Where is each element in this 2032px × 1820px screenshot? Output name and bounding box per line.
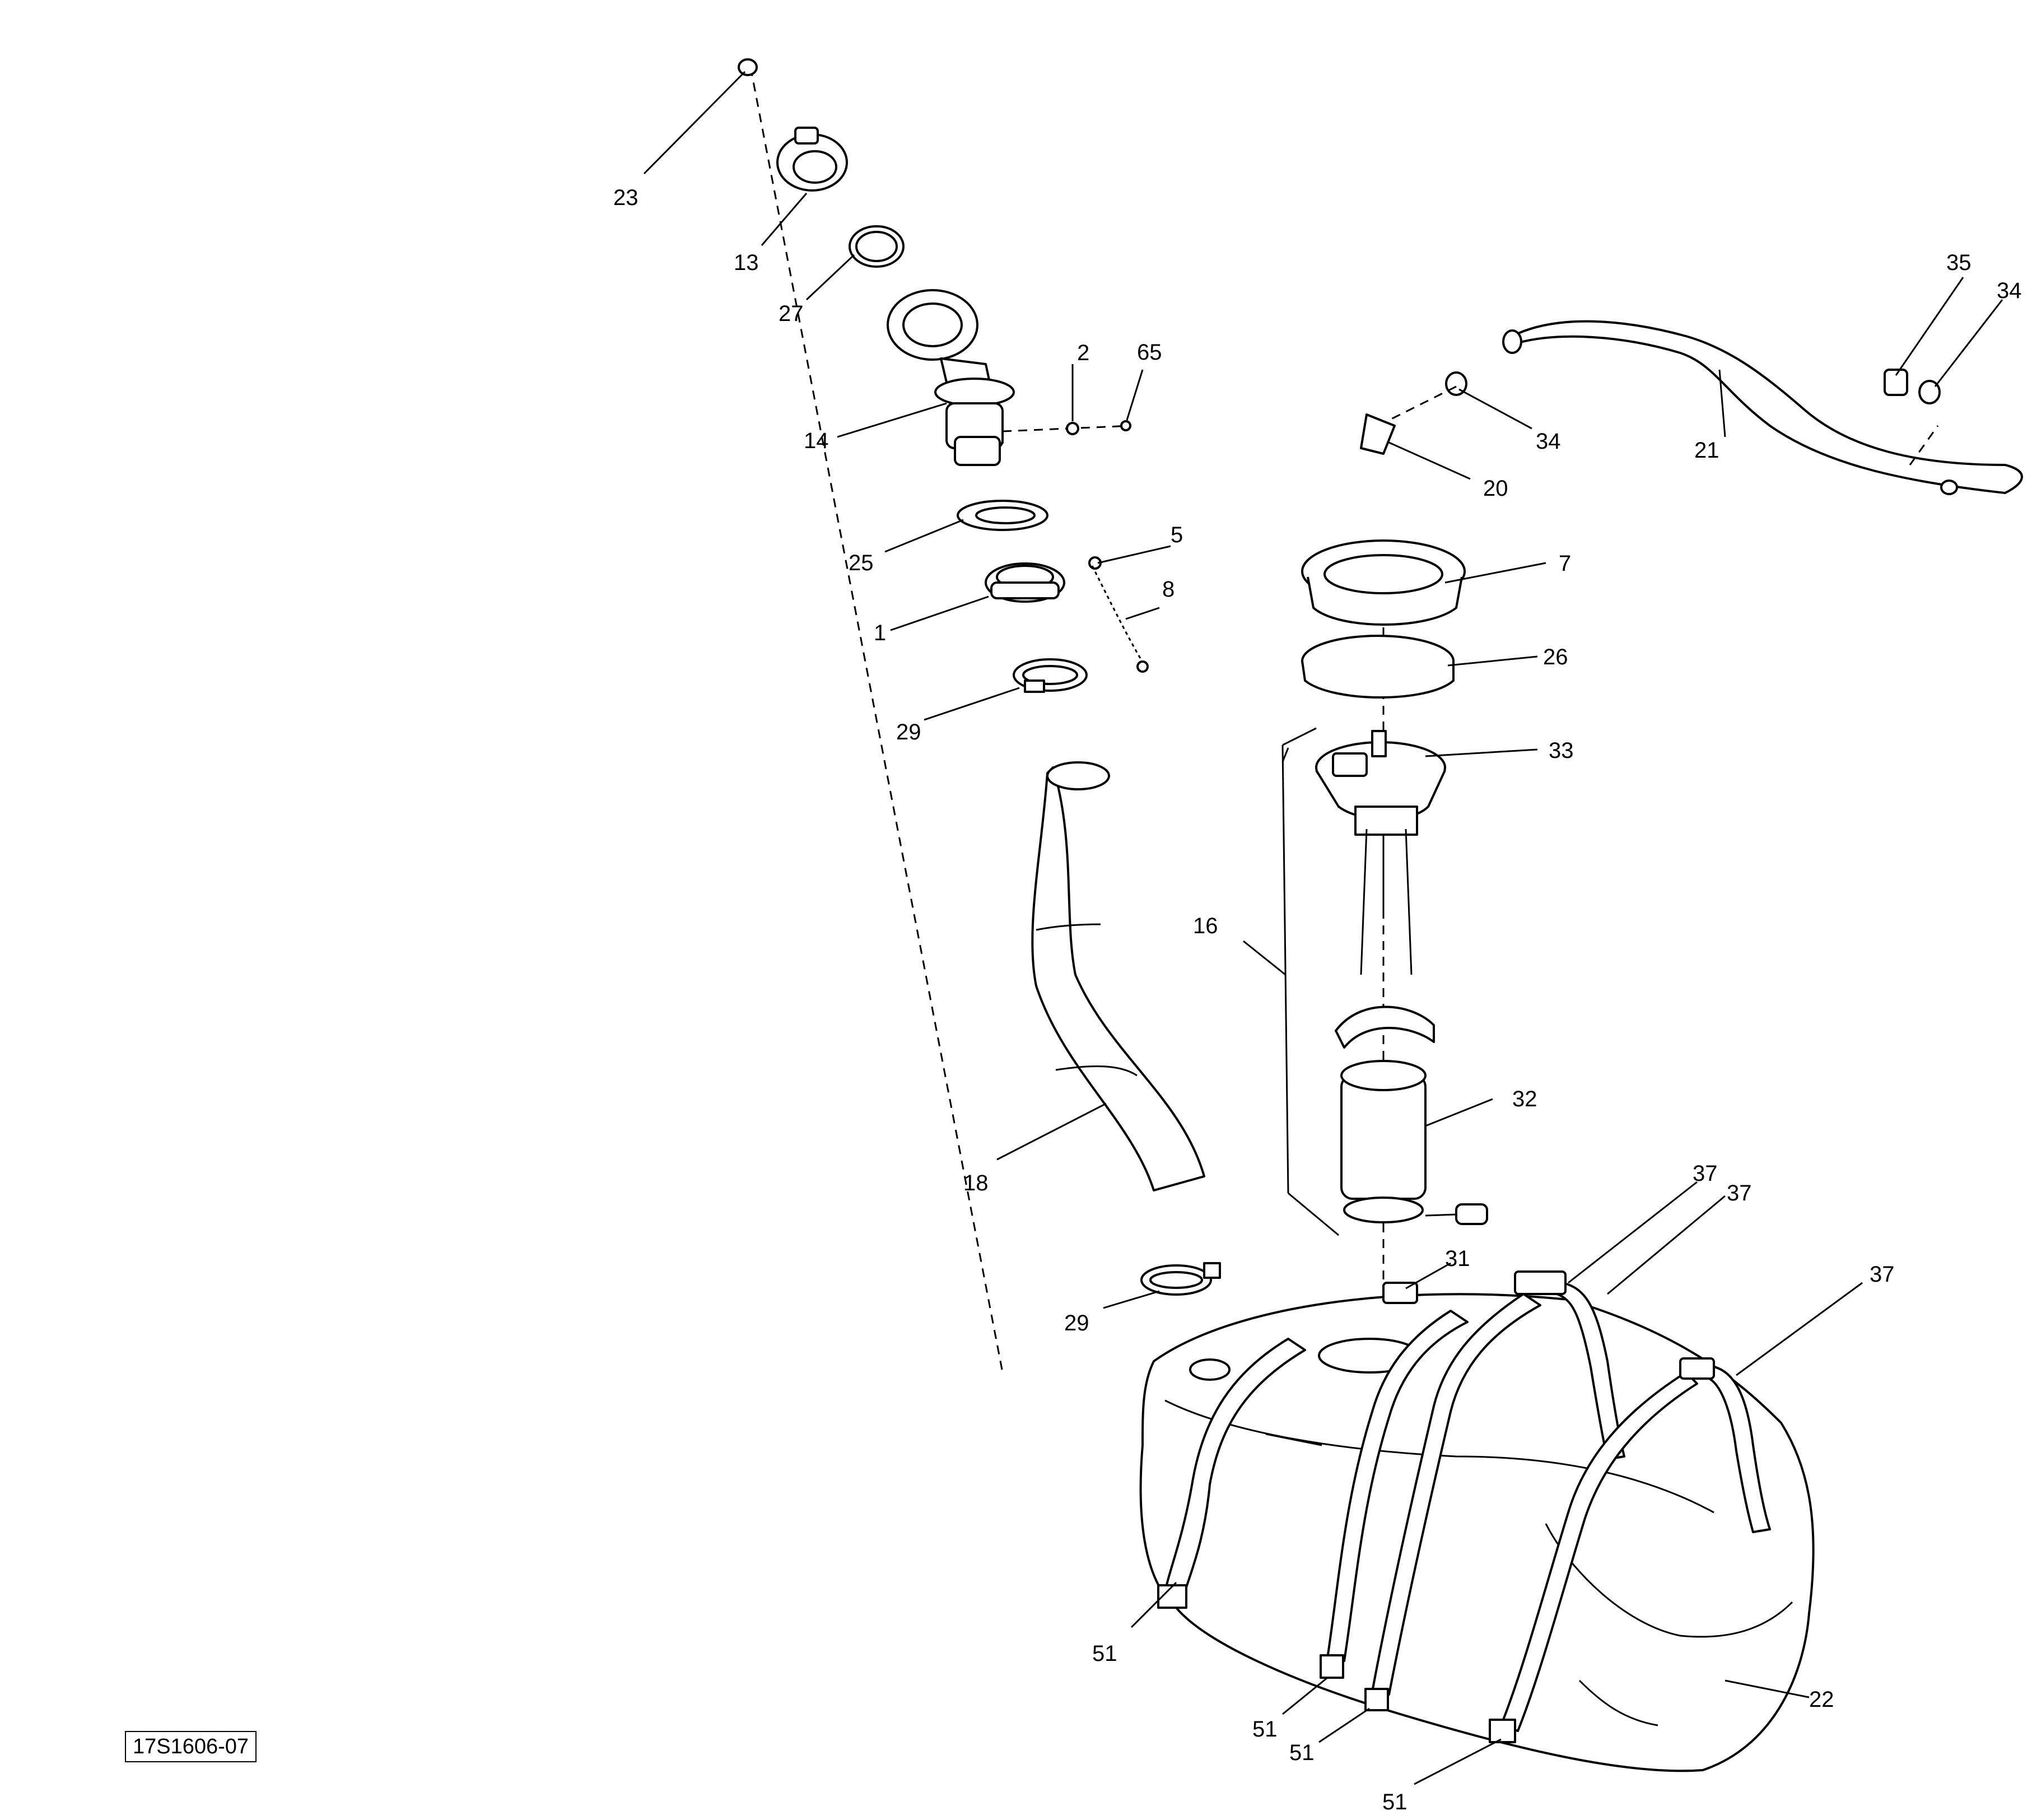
- part-26-seal: [1301, 635, 1455, 699]
- callout-25: 25: [849, 551, 874, 575]
- part-20-elbow-fitting: [1360, 413, 1396, 455]
- strap-center-left: [1320, 1310, 1469, 1679]
- callout-51-a: 51: [1092, 1641, 1117, 1666]
- tank-straps: [1157, 1270, 1771, 1743]
- callout-33: 33: [1549, 738, 1574, 763]
- part-23-plug: [738, 58, 758, 76]
- callout-51-b: 51: [1252, 1717, 1278, 1742]
- callout-31: 31: [1445, 1246, 1470, 1271]
- callout-20: 20: [1483, 476, 1508, 501]
- part-1-lock-ring: [985, 562, 1065, 603]
- callout-5: 5: [1171, 523, 1183, 547]
- callout-13: 13: [734, 250, 759, 275]
- callout-8: 8: [1162, 577, 1175, 602]
- callout-29-upper: 29: [896, 720, 921, 744]
- callout-23: 23: [613, 185, 639, 210]
- callout-26: 26: [1543, 645, 1568, 669]
- callout-34-right: 34: [1997, 278, 2022, 303]
- part-29-upper-clamp: [1013, 658, 1088, 693]
- callout-14: 14: [804, 429, 829, 453]
- callout-labels: 23 13 27 14 2 65 25 1 5 8 29 18 29 35 34…: [613, 185, 2022, 1814]
- callout-21: 21: [1694, 438, 1719, 463]
- callout-29-lower: 29: [1064, 1311, 1089, 1335]
- part-65-clip: [1120, 420, 1131, 431]
- callout-27: 27: [779, 301, 804, 326]
- part-14-filler-neck: [887, 289, 1015, 466]
- part-13-filler-cap: [776, 127, 848, 192]
- part-31-buckle: [1382, 1282, 1418, 1304]
- callout-37-b: 37: [1727, 1181, 1752, 1205]
- leader-lines: [643, 71, 2003, 1785]
- part-27-o-ring: [849, 225, 905, 268]
- callout-7: 7: [1559, 551, 1571, 576]
- part-32-fuel-pump: [1335, 1006, 1488, 1225]
- part-7-lock-ring: [1301, 539, 1466, 626]
- part-35-connector: [1884, 369, 1908, 396]
- callout-1: 1: [874, 621, 886, 645]
- part-29-lower-clamp: [1140, 1262, 1221, 1296]
- callout-51-c: 51: [1289, 1740, 1315, 1765]
- callout-51-d: 51: [1382, 1790, 1408, 1814]
- part-2-nut: [1066, 422, 1079, 435]
- callout-2: 2: [1077, 341, 1089, 365]
- callout-37-a: 37: [1693, 1161, 1718, 1186]
- fuel-pump-assembly: [1281, 539, 1488, 1344]
- callout-18: 18: [963, 1171, 989, 1195]
- diagram-reference-code: 17S1606-07: [125, 1731, 257, 1762]
- part-33-pump-flange: [1315, 730, 1446, 975]
- part-25-gasket: [957, 500, 1048, 531]
- callout-37-c: 37: [1870, 1262, 1895, 1287]
- part-18-filler-hose: [1031, 761, 1205, 1191]
- callout-35: 35: [1946, 250, 1972, 275]
- strap-center-right: [1364, 1270, 1625, 1711]
- filler-assembly: [738, 58, 1221, 1373]
- callout-32: 32: [1512, 1087, 1537, 1111]
- strap-right: [1489, 1357, 1771, 1743]
- callout-34-left: 34: [1536, 429, 1561, 454]
- callout-65: 65: [1137, 340, 1162, 365]
- callout-16: 16: [1193, 914, 1218, 938]
- callout-22: 22: [1809, 1687, 1834, 1712]
- vent-line-assembly: [1360, 320, 2023, 495]
- part-34-clamp-right: [1918, 380, 1941, 404]
